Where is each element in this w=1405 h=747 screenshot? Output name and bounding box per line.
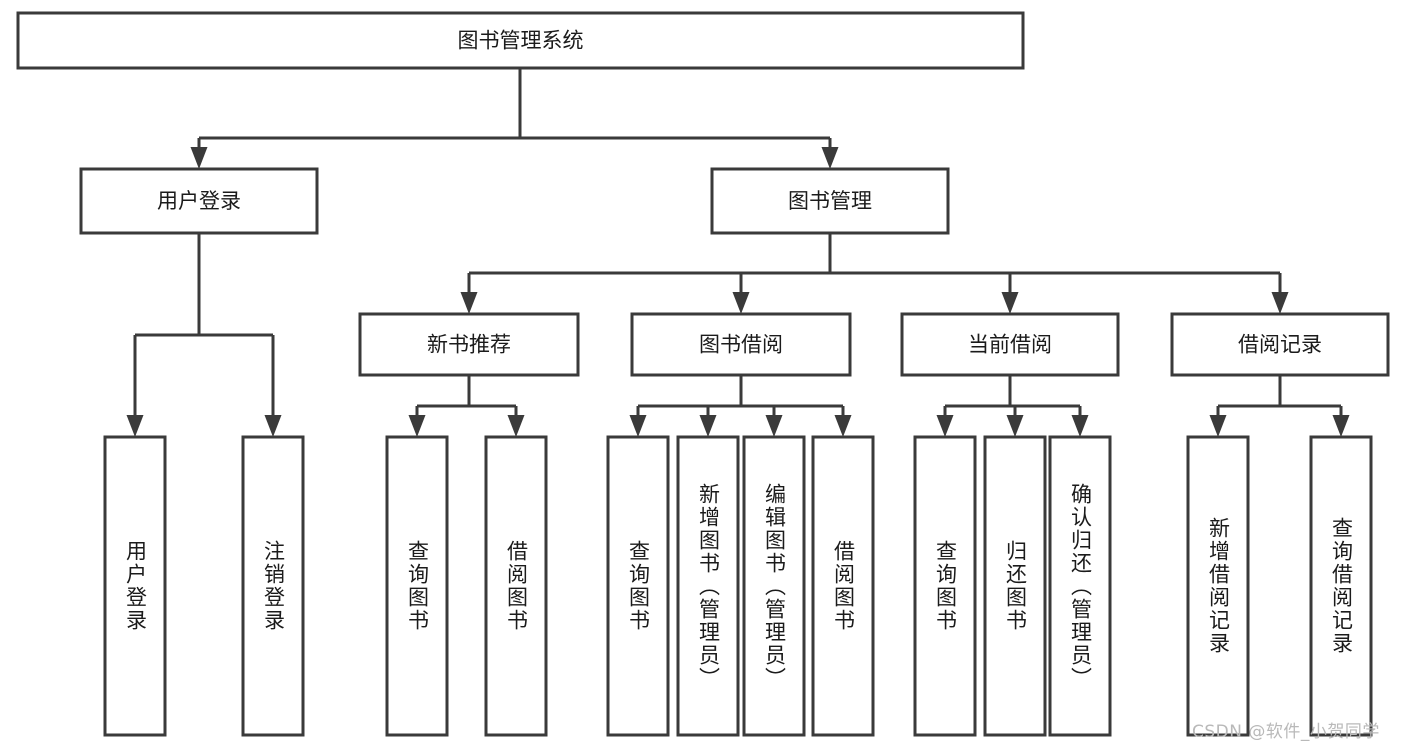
connector-group-current-borrow [936, 375, 1089, 437]
node-leaf-borrow-book-1[interactable] [484, 435, 548, 737]
node-user-login[interactable]: 用户登录 [79, 167, 319, 235]
node-box-leaf-borrow-book-2 [811, 435, 875, 737]
node-leaf-user-login[interactable] [103, 435, 167, 737]
node-current-borrow[interactable]: 当前借阅 [900, 312, 1120, 377]
node-label-root: 图书管理系统 [458, 29, 584, 53]
node-borrow-record[interactable]: 借阅记录 [1170, 312, 1390, 377]
connector-group-book-borrow [629, 375, 852, 437]
connector-group-user-login [126, 233, 282, 437]
node-box-leaf-add-record [1186, 435, 1250, 737]
connector-group-new-book-rec [408, 375, 525, 437]
node-box-leaf-user-login [103, 435, 167, 737]
node-leaf-add-record[interactable] [1186, 435, 1250, 737]
node-box-leaf-query-book-1 [385, 435, 449, 737]
node-box-leaf-confirm-return [1048, 435, 1112, 737]
node-label-new-book-rec: 新书推荐 [427, 333, 511, 357]
node-label-book-borrow: 图书借阅 [699, 333, 783, 357]
node-label-user-login: 用户登录 [157, 189, 241, 213]
node-box-root [16, 11, 1025, 70]
node-leaf-edit-book[interactable] [742, 435, 806, 737]
node-leaf-confirm-return[interactable] [1048, 435, 1112, 737]
watermark-text: CSDN @软件_小贺同学 [1192, 722, 1380, 742]
connector-group-root [190, 68, 839, 169]
node-box-current-borrow [900, 312, 1120, 377]
node-box-book-borrow [630, 312, 852, 377]
node-box-leaf-query-book-3 [913, 435, 977, 737]
connector-layer [126, 68, 1350, 437]
node-label-book-manage: 图书管理 [788, 189, 872, 213]
node-leaf-return-book[interactable] [983, 435, 1047, 737]
node-book-borrow[interactable]: 图书借阅 [630, 312, 852, 377]
node-box-leaf-borrow-book-1 [484, 435, 548, 737]
node-box-leaf-logout [241, 435, 305, 737]
connector-group-book-manage [460, 233, 1289, 314]
node-label-current-borrow: 当前借阅 [968, 333, 1052, 357]
node-leaf-query-book-3[interactable] [913, 435, 977, 737]
node-leaf-borrow-book-2[interactable] [811, 435, 875, 737]
node-box-new-book-rec [358, 312, 580, 377]
node-book-manage[interactable]: 图书管理 [710, 167, 950, 235]
node-leaf-query-record[interactable] [1309, 435, 1373, 737]
node-box-book-manage [710, 167, 950, 235]
node-box-leaf-edit-book [742, 435, 806, 737]
node-leaf-query-book-2[interactable] [606, 435, 670, 737]
node-box-leaf-query-book-2 [606, 435, 670, 737]
node-leaf-logout[interactable] [241, 435, 305, 737]
node-label-borrow-record: 借阅记录 [1238, 333, 1322, 357]
node-leaf-add-book[interactable] [676, 435, 740, 737]
node-box-leaf-query-record [1309, 435, 1373, 737]
node-box-leaf-return-book [983, 435, 1047, 737]
node-box-user-login [79, 167, 319, 235]
node-box-leaf-add-book [676, 435, 740, 737]
node-leaf-query-book-1[interactable] [385, 435, 449, 737]
node-box-borrow-record [1170, 312, 1390, 377]
connector-group-borrow-record [1209, 375, 1350, 437]
node-root[interactable]: 图书管理系统 [16, 11, 1025, 70]
node-new-book-rec[interactable]: 新书推荐 [358, 312, 580, 377]
